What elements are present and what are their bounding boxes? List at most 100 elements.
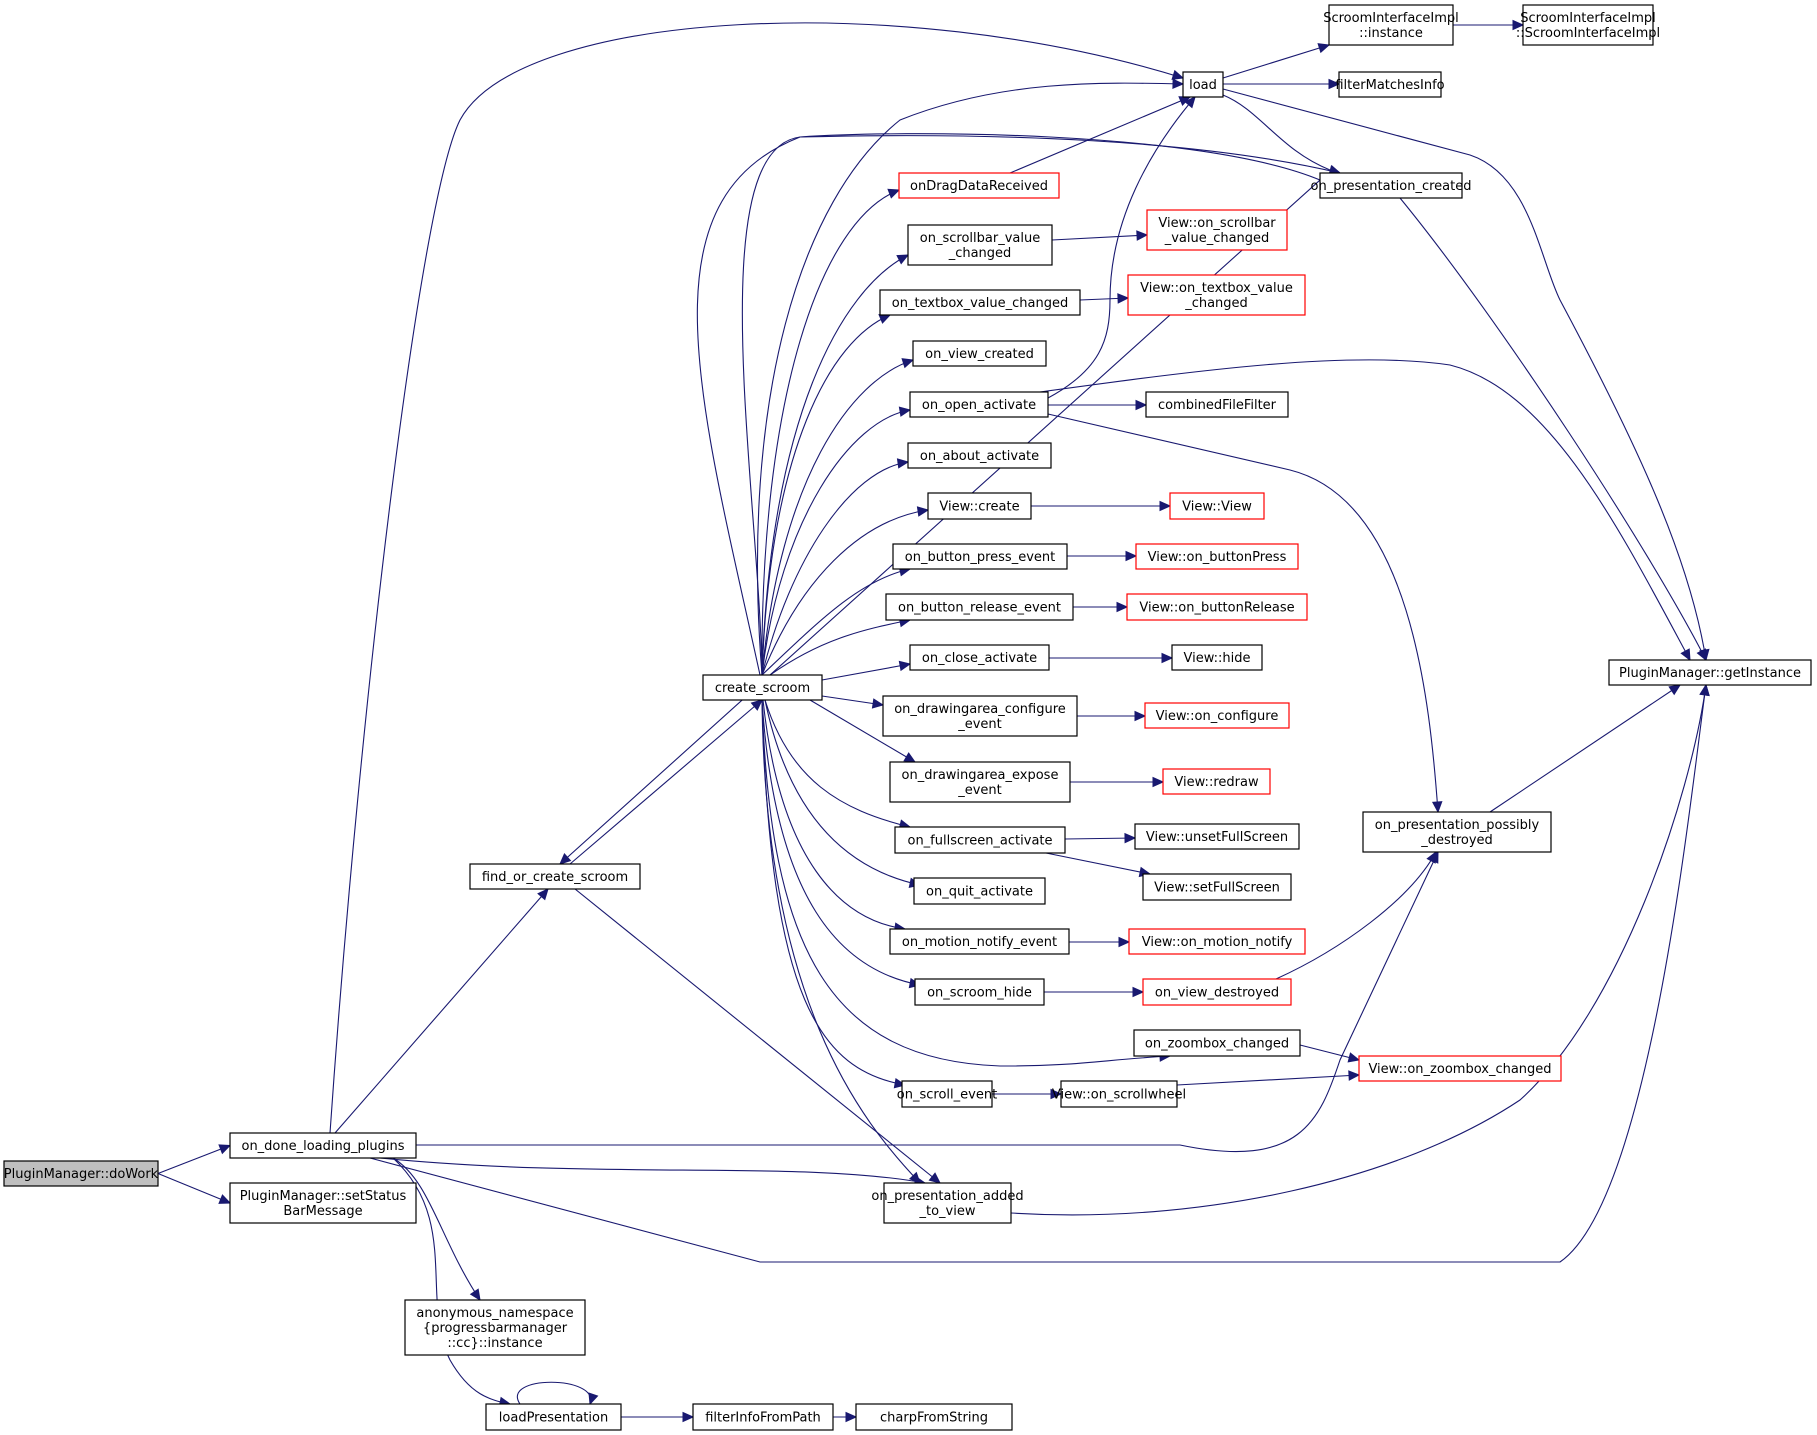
node-combined-file-filter[interactable]: combinedFileFilter <box>1145 391 1289 418</box>
node-box <box>1328 4 1454 46</box>
node-box <box>914 978 1045 1006</box>
node-view-view[interactable]: View::View <box>1169 492 1265 520</box>
node-view-hide[interactable]: View::hide <box>1171 644 1263 671</box>
arrowhead-icon <box>1171 69 1185 80</box>
node-label: View::hide <box>1184 651 1251 666</box>
node-on-presentation-added-to-view[interactable]: on_presentation_added_to_view <box>871 1182 1024 1224</box>
node-on-about-activate[interactable]: on_about_activate <box>907 442 1052 469</box>
node-on-drawingarea-configure-event[interactable]: on_drawingarea_configure_event <box>882 695 1078 737</box>
edge-on-textbox-value-changed-to-view-on-textbox-value-changed <box>1079 293 1130 304</box>
arrowhead-icon <box>903 752 917 763</box>
edge-line <box>1064 837 1136 840</box>
node-on-open-activate[interactable]: on_open_activate <box>909 391 1049 418</box>
node-view-on-motion-notify[interactable]: View::on_motion_notify <box>1128 928 1306 955</box>
arrowhead-icon <box>559 853 572 865</box>
node-find-or-create-scroom[interactable]: find_or_create_scroom <box>469 863 641 890</box>
node-on-scroom-hide[interactable]: on_scroom_hide <box>914 978 1045 1006</box>
node-on-fullscreen-activate[interactable]: on_fullscreen_activate <box>894 826 1066 854</box>
node-box <box>912 340 1047 367</box>
node-view-on-scrollwheel[interactable]: View::on_scrollwheel <box>1052 1080 1186 1108</box>
edge-on-presentation-possibly-destroyed-to-get-instance <box>1489 684 1682 813</box>
node-on-zoombox-changed[interactable]: on_zoombox_changed <box>1133 1029 1301 1057</box>
node-on-done-loading-plugins[interactable]: on_done_loading_plugins <box>229 1132 417 1159</box>
edge-create-scroom-to-on-drag-data-received <box>761 188 901 676</box>
edge-view-create-to-view-view <box>1031 500 1172 512</box>
node-on-textbox-value-changed[interactable]: on_textbox_value_changed <box>879 289 1081 316</box>
node-view-set-full-screen[interactable]: View::setFullScreen <box>1142 873 1292 901</box>
node-view-on-scrollbar-value-changed[interactable]: View::on_scrollbar_value_changed <box>1146 209 1288 251</box>
node-view-create[interactable]: View::create <box>927 492 1032 520</box>
edge-create-scroom-to-on-button-press-event <box>761 566 912 676</box>
node-on-scroll-event[interactable]: on_scroll_event <box>897 1080 997 1108</box>
node-filter-matches-info[interactable]: filterMatchesInfo <box>1335 71 1445 98</box>
node-on-view-destroyed[interactable]: on_view_destroyed <box>1142 978 1292 1006</box>
arrowhead-icon <box>750 699 763 711</box>
arrowhead-icon <box>1184 96 1196 109</box>
node-get-instance[interactable]: PluginManager::getInstance <box>1608 659 1812 686</box>
node-label: loadPresentation <box>499 1411 608 1426</box>
node-filter-info-from-path[interactable]: filterInfoFromPath <box>692 1403 834 1431</box>
node-load-presentation[interactable]: loadPresentation <box>485 1403 622 1431</box>
node-on-button-press-event[interactable]: on_button_press_event <box>892 543 1068 570</box>
edge-line <box>761 461 909 676</box>
edge-line <box>1045 852 1151 875</box>
node-box <box>1126 593 1308 621</box>
edge-line <box>764 699 911 828</box>
node-label: View::unsetFullScreen <box>1146 830 1288 845</box>
node-box <box>913 877 1046 905</box>
node-on-drag-data-received[interactable]: onDragDataReceived <box>898 172 1060 199</box>
node-on-quit-activate[interactable]: on_quit_activate <box>913 877 1046 905</box>
edge-load-to-scroom-interface-impl-instance <box>1222 43 1331 79</box>
node-on-view-created[interactable]: on_view_created <box>912 340 1047 367</box>
node-label: on_view_created <box>925 347 1034 362</box>
node-create-scroom[interactable]: create_scroom <box>702 674 823 701</box>
node-scroom-interface-impl-instance[interactable]: ScroomInterfaceImpl::instance <box>1323 4 1459 46</box>
node-label: on_quit_activate <box>926 885 1033 900</box>
node-box <box>894 826 1066 854</box>
node-on-presentation-created[interactable]: on_presentation_created <box>1311 172 1472 199</box>
node-label: View::View <box>1182 500 1252 515</box>
arrowhead-icon <box>537 888 549 901</box>
node-box <box>898 172 1060 199</box>
node-view-on-button-release[interactable]: View::on_buttonRelease <box>1126 593 1308 621</box>
node-on-button-release-event[interactable]: on_button_release_event <box>885 593 1074 621</box>
node-view-redraw[interactable]: View::redraw <box>1162 768 1271 795</box>
arrowhead-icon <box>896 458 910 469</box>
edge-do-work-to-set-status-bar-message <box>157 1172 232 1204</box>
edge-create-scroom-to-on-about-activate <box>761 458 910 676</box>
arrowhead-icon <box>1512 19 1525 31</box>
node-box <box>1128 928 1306 955</box>
node-view-on-configure[interactable]: View::on_configure <box>1144 702 1290 729</box>
edge-line <box>1047 413 1439 813</box>
node-label: onDragDataReceived <box>910 179 1048 194</box>
node-anon-instance[interactable]: anonymous_namespace{progressbarmanager::… <box>404 1299 586 1356</box>
node-box <box>404 1299 586 1356</box>
node-box <box>885 593 1074 621</box>
node-on-scrollbar-value-changed[interactable]: on_scrollbar_value_changed <box>907 224 1053 266</box>
node-charp-from-string[interactable]: charpFromString <box>855 1403 1013 1431</box>
node-view-on-textbox-value-changed[interactable]: View::on_textbox_value_changed <box>1127 274 1306 316</box>
node-box <box>1135 543 1299 570</box>
node-label: View::on_motion_notify <box>1142 935 1293 950</box>
arrowhead-icon <box>1135 399 1148 411</box>
node-on-close-activate[interactable]: on_close_activate <box>909 644 1050 671</box>
arrowhead-icon <box>1134 710 1147 722</box>
node-load[interactable]: load <box>1182 71 1224 98</box>
edge-line <box>761 699 921 1184</box>
edge-line <box>516 1381 592 1405</box>
node-box <box>1608 659 1812 686</box>
node-view-on-button-press[interactable]: View::on_buttonPress <box>1135 543 1299 570</box>
edge-line <box>761 568 911 676</box>
node-scroom-interface-impl-ctor[interactable]: ScroomInterfaceImpl::ScroomInterfaceImpl <box>1516 4 1660 46</box>
node-view-on-zoombox-changed[interactable]: View::on_zoombox_changed <box>1358 1055 1562 1082</box>
edge-line <box>329 22 1184 1134</box>
node-box <box>901 1080 993 1108</box>
node-on-motion-notify-event[interactable]: on_motion_notify_event <box>889 928 1070 955</box>
node-view-unset-full-screen[interactable]: View::unsetFullScreen <box>1134 823 1300 850</box>
node-on-drawingarea-expose-event[interactable]: on_drawingarea_expose_event <box>889 761 1071 803</box>
node-box <box>692 1403 834 1431</box>
node-on-presentation-possibly-destroyed[interactable]: on_presentation_possibly_destroyed <box>1362 811 1552 853</box>
node-label: on_textbox_value_changed <box>892 296 1068 311</box>
